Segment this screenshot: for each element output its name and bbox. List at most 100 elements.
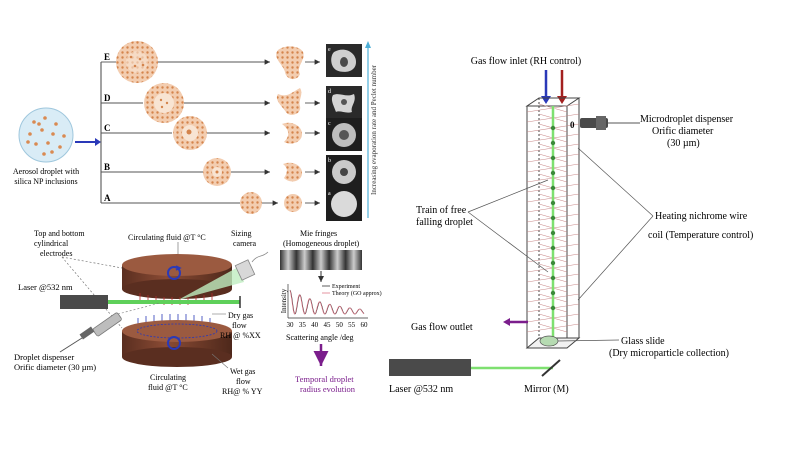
- chart-series-theory: [289, 290, 365, 315]
- aerosol-label-1: Aerosol droplet with: [13, 167, 79, 176]
- laser-icon: [60, 295, 108, 309]
- wet-gas-label-2: flow: [236, 377, 251, 386]
- falling-droplet: [550, 275, 556, 281]
- dry-gas-label-2: flow: [232, 321, 247, 330]
- falling-droplet: [550, 245, 556, 251]
- temporal-label-2: radius evolution: [300, 384, 356, 394]
- camera-icon: [234, 251, 269, 281]
- aerosol-inclusions: [26, 116, 66, 156]
- falling-droplet: [550, 170, 556, 176]
- row-c-droplet: [173, 116, 207, 150]
- wet-gas-label-1: Wet gas: [230, 367, 255, 376]
- falling-droplet: [550, 140, 556, 146]
- dispenser-right-label-1: Microdroplet dispenser: [640, 114, 734, 125]
- row-c-shape: [282, 122, 302, 144]
- bottom-electrode: [122, 320, 232, 367]
- glass-slide: [539, 335, 559, 347]
- chart-tick-label: 35: [299, 321, 307, 329]
- svg-text:d: d: [328, 89, 331, 95]
- heating-label-2: coil (Temperature control): [648, 230, 753, 241]
- dispenser-icon: 0: [570, 116, 640, 130]
- row-letter-d: D: [104, 93, 111, 103]
- row-a-shape: [284, 194, 302, 212]
- schematic-b: Top and bottom cylindrical electrodes Ci…: [14, 229, 382, 396]
- row-letter-b: B: [104, 162, 110, 172]
- falling-droplet: [550, 185, 556, 191]
- laser-icon: [389, 359, 471, 376]
- aerosol-label-2: silica NP inclusions: [14, 177, 77, 186]
- temporal-label-1: Temporal droplet: [295, 374, 354, 384]
- electrodes-label-1: Top and bottom: [34, 229, 85, 238]
- sem-thumb-c: c: [326, 118, 362, 151]
- mirror-label: Mirror (M): [524, 384, 569, 395]
- row-e-droplet: [116, 41, 158, 83]
- falling-droplet: [550, 290, 556, 296]
- falling-droplet: [550, 200, 556, 206]
- scatter-cone: [178, 266, 244, 300]
- legend-experiment: Experiment: [332, 284, 360, 290]
- dispenser-right-label-2: Orific diameter: [652, 126, 714, 137]
- dispenser-right-label-3: (30 µm): [667, 138, 700, 149]
- falling-droplet: [550, 305, 556, 311]
- circulating-bottom-label-1: Circulating: [150, 373, 186, 382]
- droplet-train: [550, 125, 556, 311]
- row-letter-e: E: [104, 52, 110, 62]
- electrodes-label-3: electrodes: [40, 249, 72, 258]
- row-lines: [101, 59, 320, 206]
- chart-xlabel: Scattering angle /deg: [286, 333, 354, 342]
- mie-fringe-image: [280, 250, 362, 270]
- chart-tick-label: 60: [361, 321, 369, 329]
- sem-thumb-a: a: [326, 188, 362, 221]
- row-letter-c: C: [104, 123, 111, 133]
- chart-tick-label: 30: [287, 321, 295, 329]
- chart-tick-label: 45: [324, 321, 332, 329]
- circulating-top-label: Circulating fluid @T °C: [128, 233, 206, 242]
- falling-droplet: [550, 260, 556, 266]
- svg-text:a: a: [328, 191, 331, 197]
- schematic-c: Gas flow inlet (RH control) 0 Microdr: [389, 56, 753, 395]
- chart-tick-label: 50: [336, 321, 344, 329]
- row-d-shape: [276, 88, 302, 115]
- train-label-1: Train of free: [416, 205, 467, 216]
- dry-gas-label-3: RH @ %XX: [220, 331, 261, 340]
- chart-tick-label: 55: [348, 321, 356, 329]
- falling-droplet: [550, 125, 556, 131]
- glass-slide-label-1: Glass slide: [621, 336, 665, 347]
- top-electrode: [122, 254, 232, 299]
- sizing-label-2: camera: [233, 239, 257, 248]
- mie-label-1: Mie fringes: [300, 229, 337, 238]
- dispenser-left-label-2: Orific diameter (30 µm): [14, 362, 96, 372]
- svg-text:c: c: [328, 121, 331, 127]
- laser-right-label: Laser @532 nm: [389, 384, 453, 395]
- legend-theory: Theory (GO approx): [332, 290, 382, 297]
- mirror-icon: [541, 359, 561, 377]
- row-b-shape: [283, 162, 303, 182]
- dispenser-left-label-1: Droplet dispenser: [14, 352, 74, 362]
- electrodes-label-2: cylindrical: [34, 239, 69, 248]
- row-letter-a: A: [104, 193, 111, 203]
- row-a-droplet: [240, 192, 262, 214]
- mie-label-2: (Homogeneous droplet): [283, 239, 360, 248]
- svg-text:0: 0: [570, 120, 575, 130]
- falling-droplet: [550, 230, 556, 236]
- schematic-a: Aerosol droplet with silica NP inclusion…: [13, 41, 378, 221]
- increasing-axis-label: Increasing evaporation rate and Peclet n…: [370, 64, 378, 195]
- laser-left: [60, 295, 241, 309]
- sem-thumb-d: d: [326, 86, 362, 119]
- circulating-bottom-label-2: fluid @T °C: [148, 383, 188, 392]
- svg-text:e: e: [328, 47, 331, 53]
- laser-left-label: Laser @532 nm: [18, 282, 73, 292]
- chart-ylabel: Intensity: [280, 288, 288, 313]
- dispenser-icon: [59, 302, 161, 353]
- wet-gas-label-3: RH@ % YY: [222, 387, 263, 396]
- falling-droplet: [550, 215, 556, 221]
- sem-thumb-e: e: [326, 44, 362, 77]
- sem-thumb-b: b: [326, 155, 362, 188]
- heating-label-1: Heating nichrome wire: [655, 211, 748, 222]
- row-b-droplet: [203, 158, 231, 186]
- row-d-droplet: [144, 83, 184, 123]
- gas-outlet-label: Gas flow outlet: [411, 322, 473, 333]
